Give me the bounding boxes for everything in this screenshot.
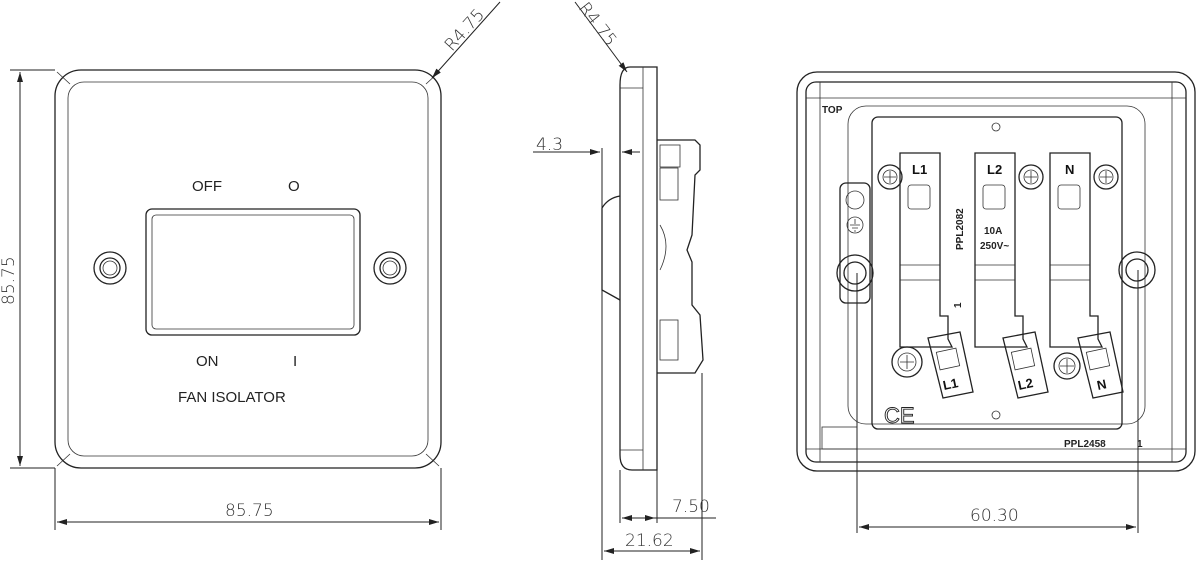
fixing-hole-left-icon — [836, 254, 874, 292]
label-i: I — [293, 353, 297, 370]
side-view: 4.3 7.50 21.62 R4.75 — [533, 0, 716, 560]
screw-icon — [891, 346, 923, 378]
dim-width: 85.75 — [225, 501, 274, 521]
screw-left-icon — [93, 251, 127, 285]
earth-terminal — [839, 182, 871, 304]
screw-right-icon — [373, 251, 407, 285]
earth-symbol-icon — [846, 216, 864, 234]
dim-total-depth: 21.62 — [625, 531, 674, 551]
side-plate — [619, 66, 658, 471]
product-name: FAN ISOLATOR — [178, 389, 286, 406]
rating-current: 10A — [984, 226, 1002, 237]
mechanism-body — [871, 116, 1123, 430]
fixing-hole-right-icon — [1118, 251, 1156, 289]
rating-voltage: 250V~ — [980, 241, 1009, 252]
terminal-n: N N — [1049, 152, 1124, 399]
side-mechanism — [657, 139, 704, 374]
part-code-plate: PPL2458 — [1064, 439, 1106, 450]
dim-plate-depth: 7.50 — [672, 497, 710, 517]
revision: 1 — [1137, 439, 1143, 450]
dim-radius-front: R4.75 — [441, 5, 489, 55]
label-on: ON — [196, 353, 219, 370]
screw-icon — [1053, 352, 1081, 380]
dim-radius-side: R4.75 — [574, 0, 620, 50]
terminal-label: L1 — [912, 162, 927, 177]
terminal-l1: L1 L1 — [899, 152, 974, 399]
part-code-switch: PPL2082 — [955, 208, 966, 250]
dim-fixing-centres: 60.30 — [970, 506, 1019, 526]
label-o: O — [288, 178, 300, 195]
terminal-label: N — [1096, 376, 1108, 393]
rear-plate-outline — [796, 71, 1196, 472]
front-view: OFF O ON I FAN ISOLATOR 85.75 85.75 R4.7… — [0, 1, 501, 530]
ce-mark: CE — [884, 403, 915, 428]
label-off: OFF — [192, 178, 222, 195]
terminal-label: L2 — [987, 162, 1002, 177]
screw-icon — [1093, 164, 1119, 190]
dim-height: 85.75 — [0, 256, 19, 305]
terminal-label: L1 — [942, 375, 960, 393]
terminal-label: N — [1065, 162, 1074, 177]
rocker-switch — [145, 208, 361, 336]
front-plate-bevel — [67, 81, 429, 457]
switch-mark: 1 — [953, 302, 964, 308]
front-plate-outline — [54, 69, 442, 469]
terminal-l2: L2 L2 — [974, 152, 1049, 399]
rear-view: TOP L1 L1 L2 — [796, 71, 1196, 533]
dim-rocker-projection: 4.3 — [536, 135, 563, 155]
top-label: TOP — [822, 105, 843, 116]
screw-icon — [1018, 164, 1044, 190]
screw-icon — [877, 164, 903, 190]
side-rocker — [601, 195, 621, 301]
terminal-label: L2 — [1017, 375, 1035, 393]
